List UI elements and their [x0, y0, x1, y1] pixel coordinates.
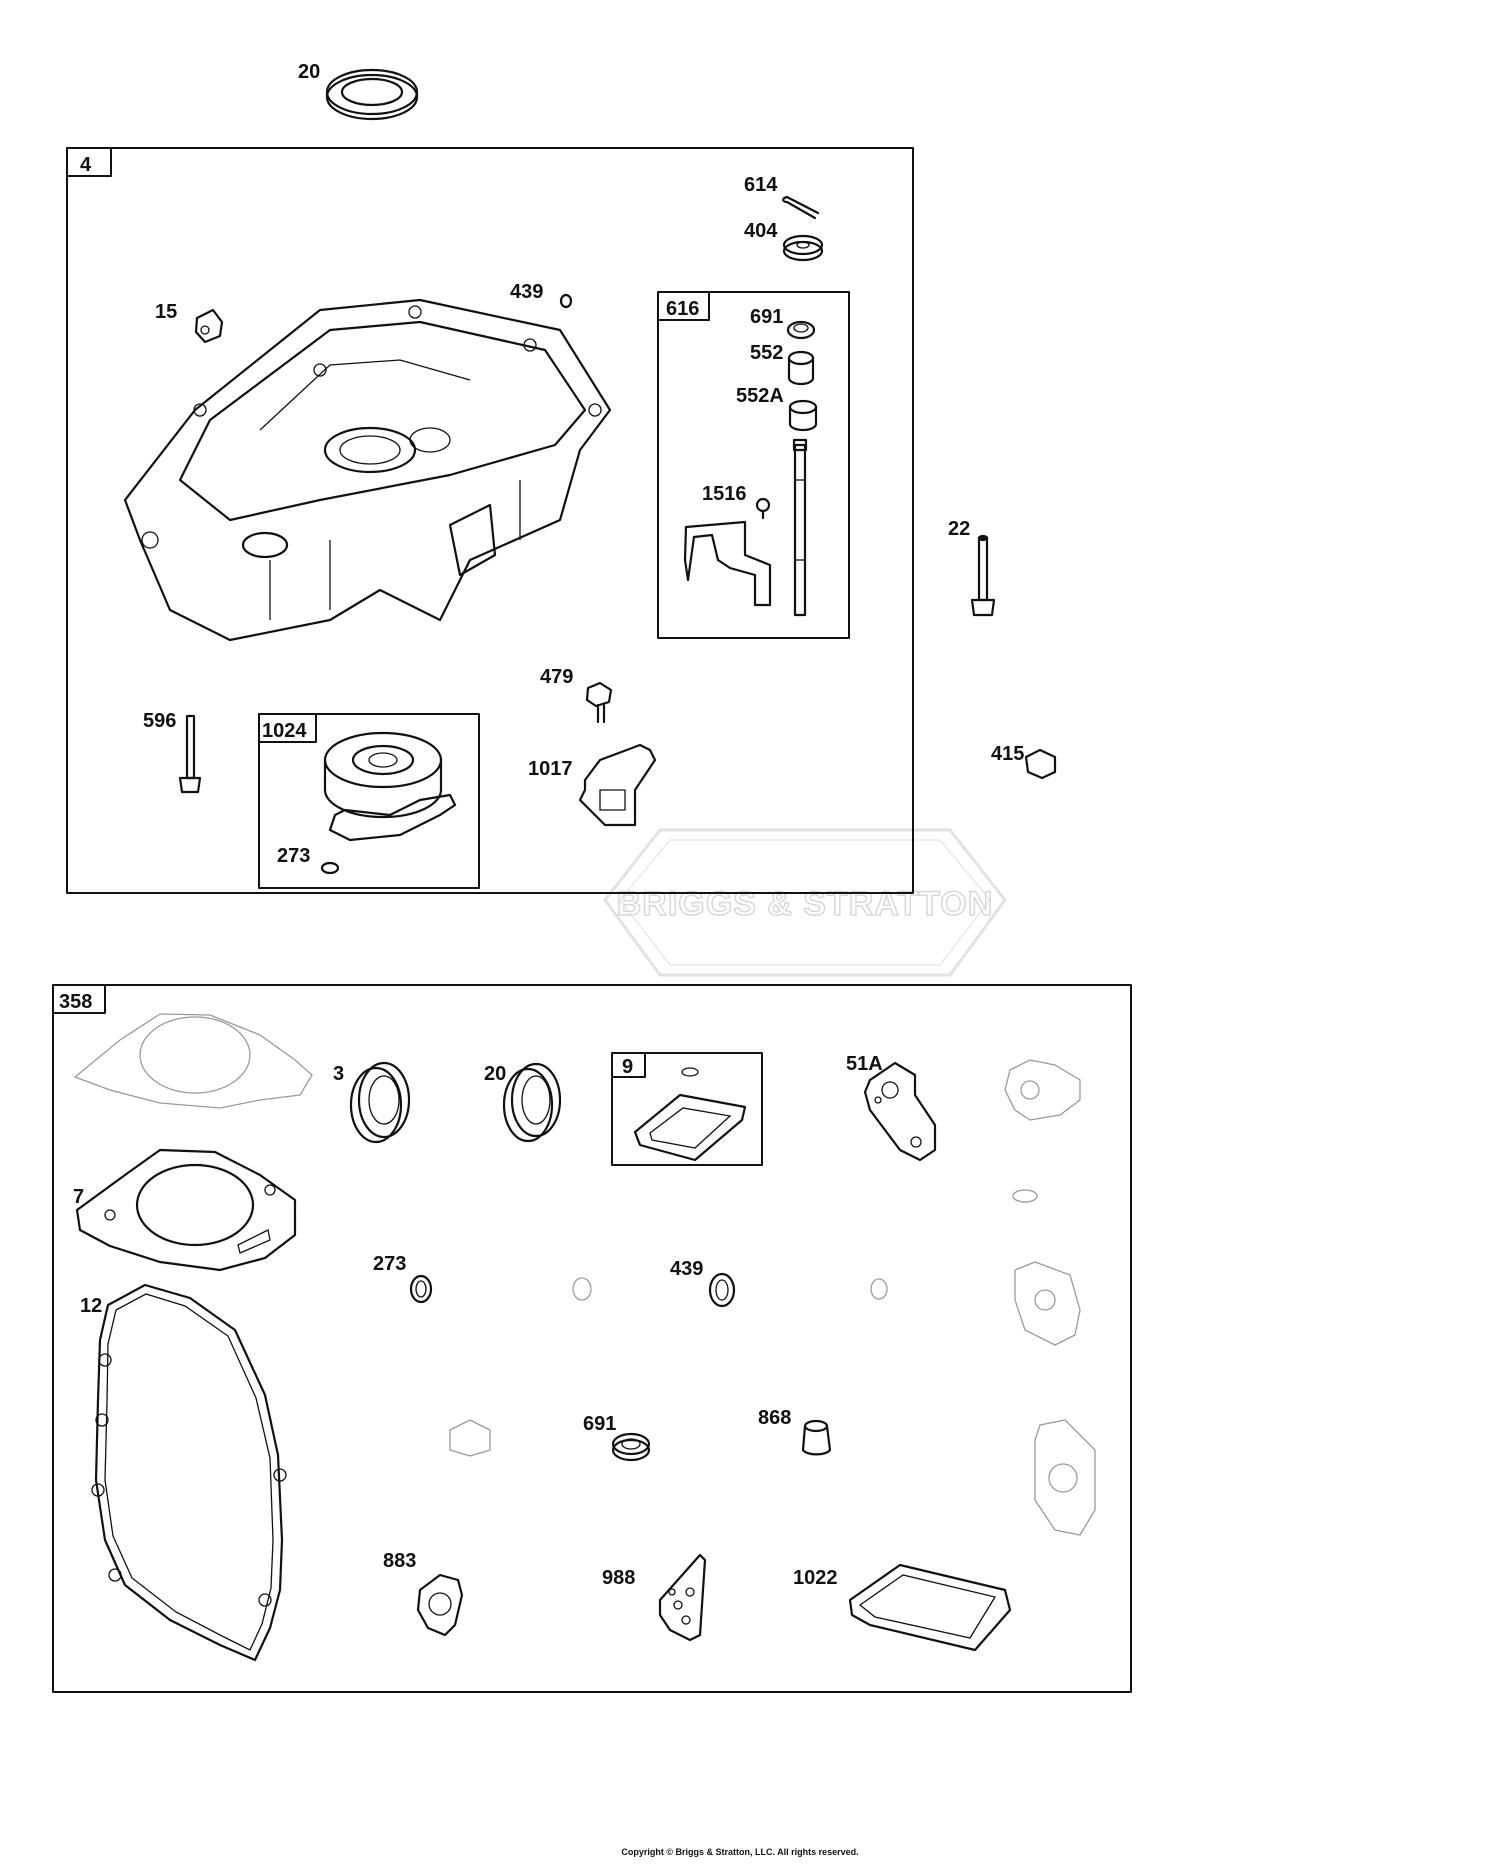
watermark-text: BRIGGS & STRATTON: [617, 885, 994, 923]
part-12-sump-gasket: [91, 1283, 287, 1662]
callout-g988: 988: [602, 1567, 635, 1589]
box-1024-label: 1024: [262, 720, 307, 742]
part-691-seal-set: [611, 1432, 651, 1462]
callout-20-top: 20: [298, 61, 320, 83]
part-691-seal: [786, 320, 816, 340]
copyright-notice: Copyright © Briggs & Stratton, LLC. All …: [621, 1847, 858, 1857]
callout-614: 614: [744, 174, 778, 196]
callout-552a: 552A: [736, 385, 784, 407]
part-22-bolt: [970, 534, 996, 617]
callout-g273: 273: [373, 1253, 406, 1275]
part-552-bushing: [787, 350, 815, 386]
part-439-oring-set-inner: [715, 1279, 729, 1301]
part-3-seal: [349, 1061, 411, 1144]
part-20-seal-gasket-set: [502, 1062, 562, 1143]
box-1024-tag: [258, 713, 317, 743]
part-415-plug: [1024, 748, 1057, 780]
callout-g439: 439: [670, 1258, 703, 1280]
oil-pump-gear: [323, 731, 457, 842]
part-1516-screw: [755, 497, 771, 520]
part-404-washer: [782, 234, 824, 262]
faint-gaskets-right: [449, 1059, 1096, 1536]
callout-22: 22: [948, 518, 970, 540]
callout-g20: 20: [484, 1063, 506, 1085]
part-20-oil-seal-top: [325, 68, 419, 121]
part-273-oring-set: [409, 1274, 433, 1304]
callout-273: 273: [277, 845, 310, 867]
governor-lever: [683, 520, 772, 607]
callout-g7: 7: [73, 1186, 84, 1208]
box-616-frame: [657, 291, 850, 639]
callout-g12: 12: [80, 1295, 102, 1317]
callout-g1022: 1022: [793, 1567, 838, 1589]
box-616-tag: [657, 291, 710, 321]
part-273-oring-pump: [320, 861, 340, 875]
box-4-label: 4: [80, 154, 92, 176]
callout-1017: 1017: [528, 758, 573, 780]
part-439-oring-set: [708, 1272, 736, 1308]
callout-g868: 868: [758, 1407, 791, 1429]
box-4-frame: [66, 147, 914, 894]
callout-439: 439: [510, 281, 543, 303]
callout-1516: 1516: [702, 483, 747, 505]
briggs-stratton-watermark: BRIGGS & STRATTON: [603, 828, 1007, 977]
part-883-gasket: [416, 1573, 464, 1637]
callout-552: 552: [750, 342, 783, 364]
governor-shaft: [792, 438, 808, 617]
part-15-plug: [194, 308, 224, 344]
callout-g691: 691: [583, 1413, 616, 1435]
box-358-frame: [52, 984, 1132, 1693]
part-7-head-gasket: [75, 1148, 297, 1272]
box-358-label: 358: [59, 991, 92, 1013]
callout-691: 691: [750, 306, 783, 328]
part-273-oring-set-inner: [415, 1280, 427, 1298]
callout-415: 415: [991, 743, 1024, 765]
part-9-valve-cover-gasket: [633, 1067, 747, 1162]
part-868-valve-seal: [801, 1419, 832, 1456]
part-552a-cap: [788, 399, 818, 432]
callout-g3: 3: [333, 1063, 344, 1085]
box-616-label: 616: [666, 298, 699, 320]
box-9-frame: [611, 1052, 763, 1166]
callout-596: 596: [143, 710, 176, 732]
callout-g883: 883: [383, 1550, 416, 1572]
head-gasket-faint: [73, 1013, 313, 1109]
part-988-gasket: [658, 1553, 707, 1642]
part-479-bolt: [585, 681, 613, 724]
callout-g51a: 51A: [846, 1053, 883, 1075]
box-9-tag: [611, 1052, 646, 1078]
box-9-label: 9: [622, 1056, 633, 1078]
callout-404: 404: [744, 220, 778, 242]
callout-15: 15: [155, 301, 177, 323]
part-596-bolt: [178, 714, 202, 794]
crankcase-sump: [123, 298, 612, 642]
part-1017-bracket: [578, 743, 657, 827]
box-4-tag: [66, 147, 112, 177]
part-614-cotter-pin: [782, 195, 820, 220]
callout-479: 479: [540, 666, 573, 688]
box-1024-frame: [258, 713, 480, 889]
part-51a-gasket: [863, 1061, 937, 1162]
part-439-oring: [559, 293, 573, 309]
box-358-tag: [52, 984, 106, 1014]
part-1022-gasket: [848, 1563, 1012, 1652]
